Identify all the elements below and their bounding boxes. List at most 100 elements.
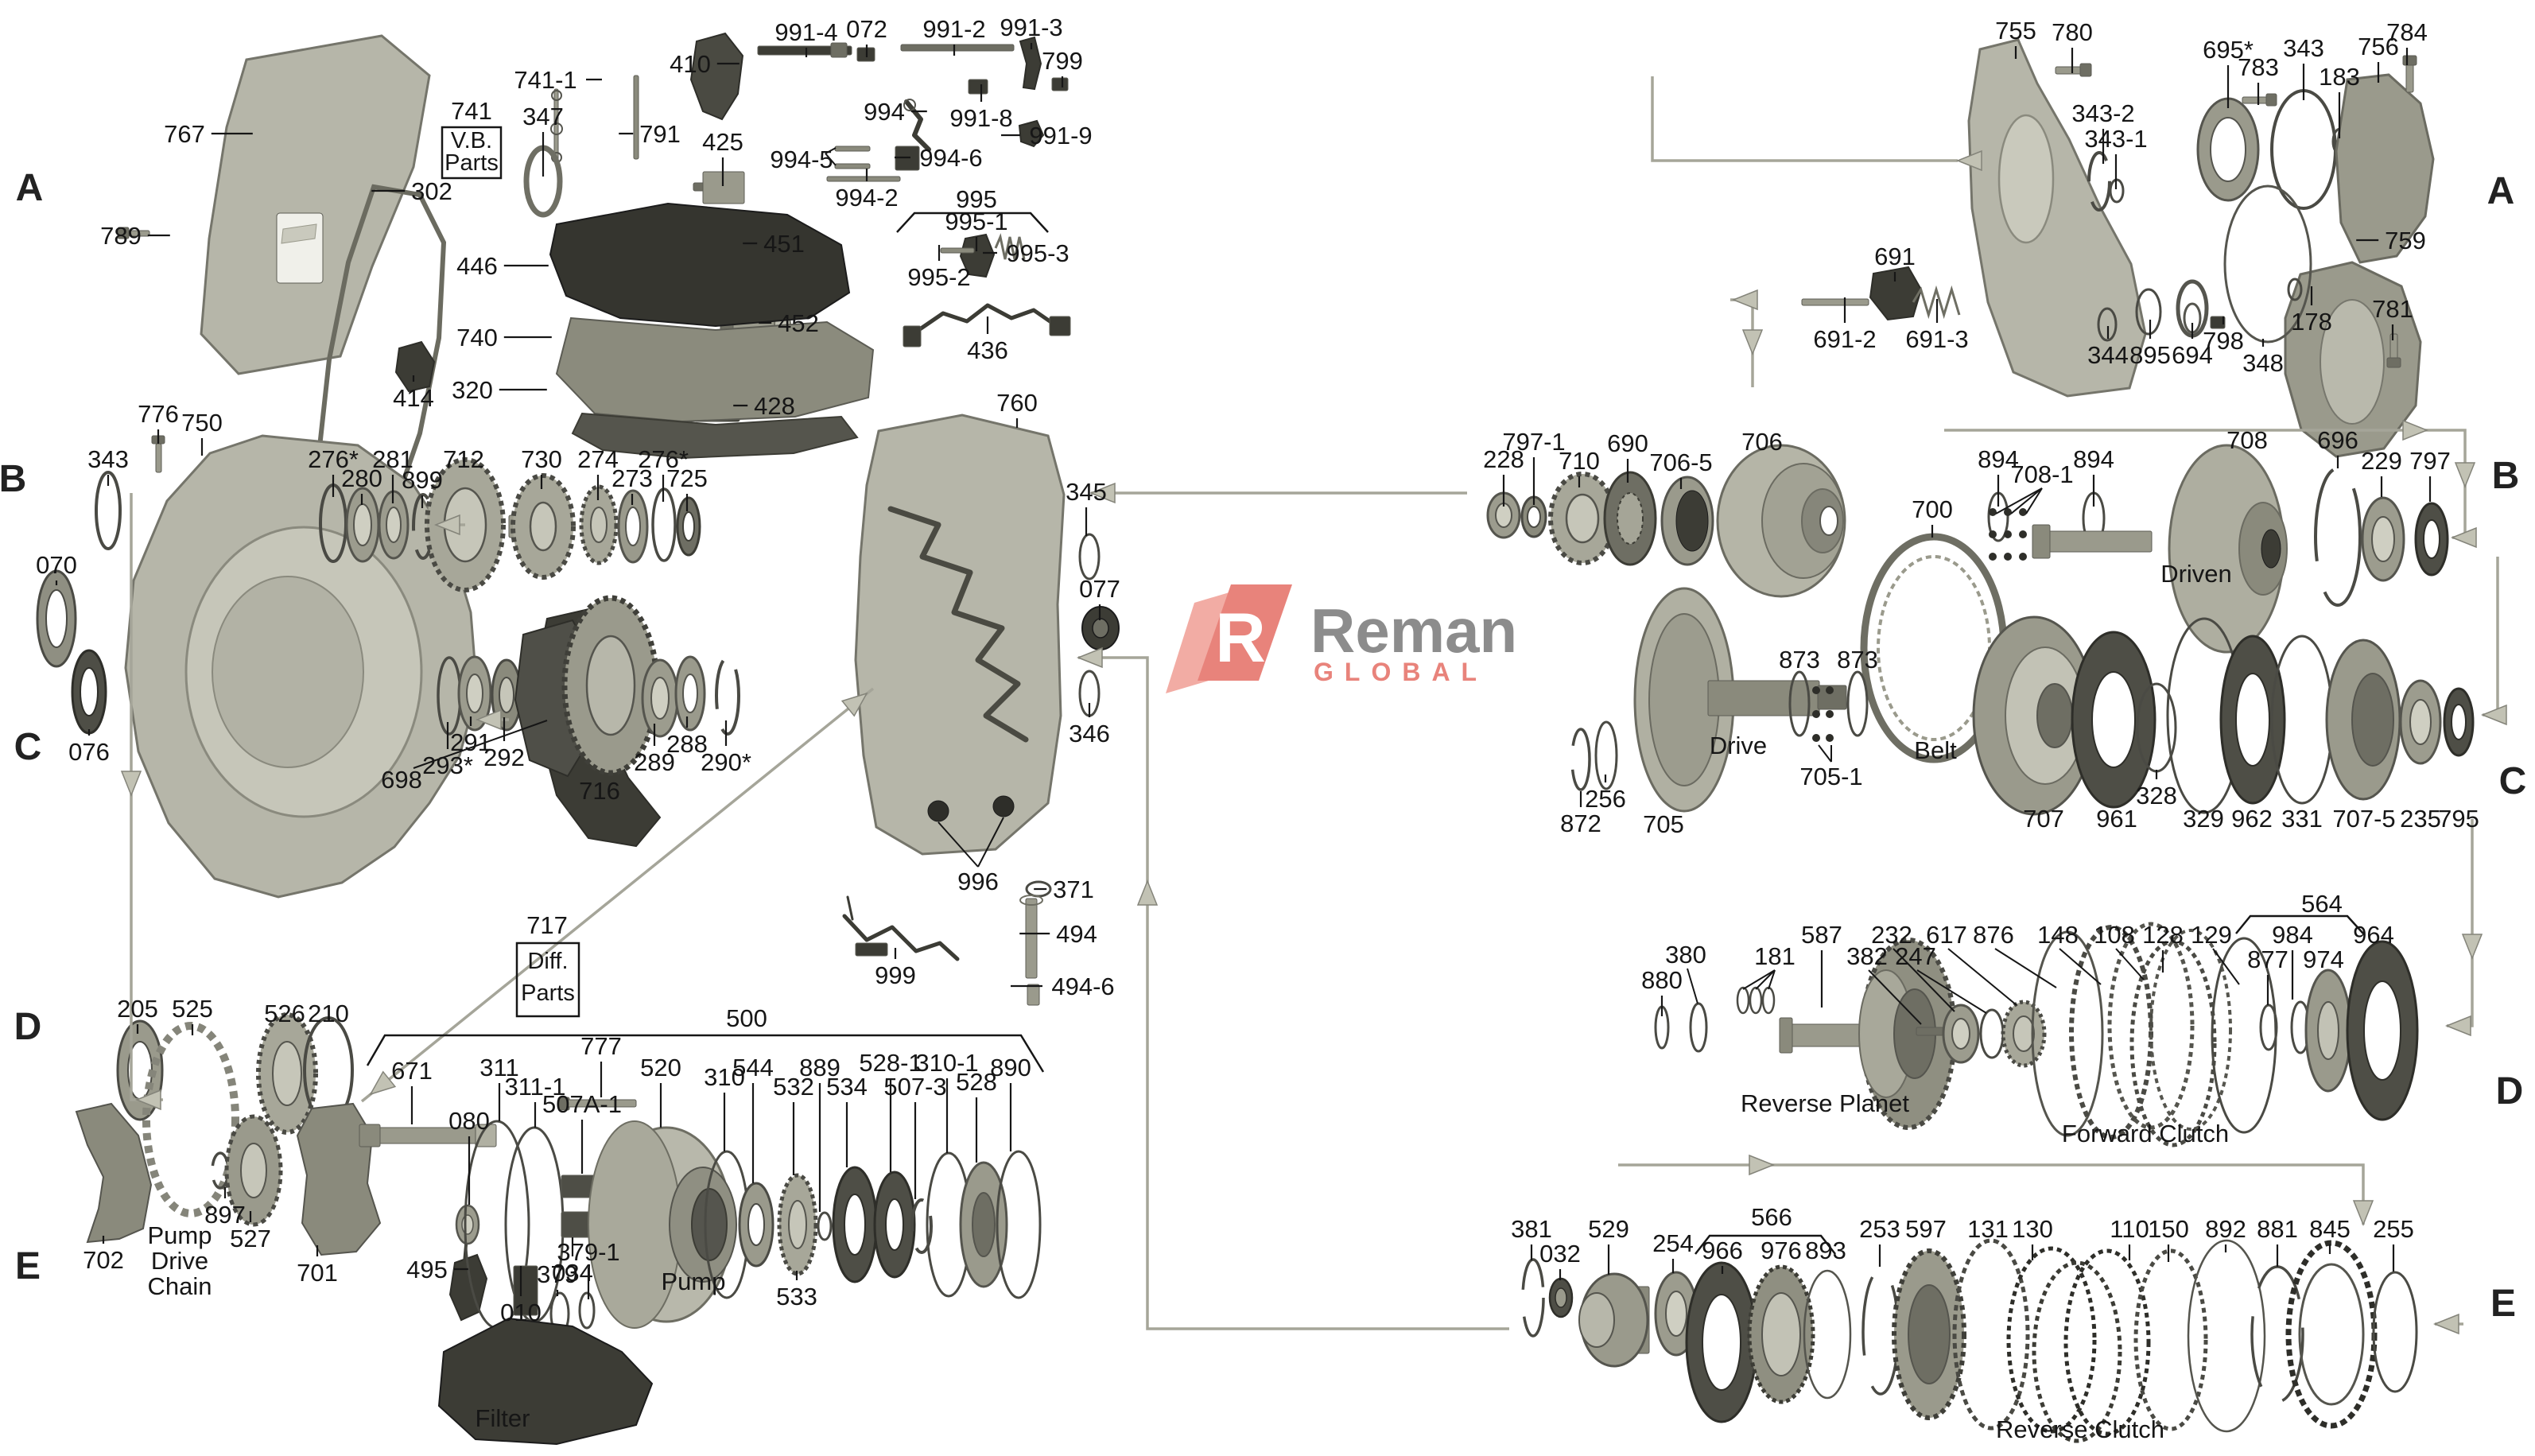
part-label-293*: 293*	[422, 751, 473, 779]
pin-382	[1916, 1027, 1944, 1036]
oring-380	[1689, 1002, 1708, 1053]
row-letter-left-B: B	[0, 458, 26, 500]
part-label-994-6: 994-6	[919, 144, 982, 172]
logo-brand-text: Reman	[1310, 596, 1517, 666]
cam-995-1	[959, 233, 996, 278]
caption-belt: Belt	[1914, 736, 1957, 764]
part-label-343: 343	[2283, 34, 2324, 62]
part-label-777: 777	[580, 1032, 622, 1060]
part-label-544: 544	[732, 1054, 774, 1081]
part-label-379: 379	[537, 1260, 578, 1288]
bolt-780	[2055, 63, 2092, 77]
part-label-756: 756	[2358, 33, 2399, 60]
bearing-229	[2361, 496, 2405, 582]
part-label-984: 984	[2272, 921, 2313, 949]
part-label-789: 789	[100, 222, 142, 250]
drum-707	[1972, 615, 2096, 816]
part-label-528-1: 528-1	[859, 1049, 922, 1077]
part-label-181: 181	[1754, 942, 1795, 970]
part-label-690: 690	[1607, 429, 1648, 457]
part-label-254: 254	[1652, 1229, 1694, 1257]
case-750	[124, 434, 479, 899]
part-label-528: 528	[956, 1068, 997, 1096]
part-label-526: 526	[264, 1000, 305, 1027]
part-label-893: 893	[1805, 1237, 1846, 1264]
oring-876	[2031, 930, 2104, 1137]
part-label-425: 425	[702, 128, 743, 156]
ring-255	[2372, 1271, 2418, 1393]
detent-691	[1869, 266, 1923, 321]
part-label-750: 750	[181, 409, 223, 437]
solenoid-425	[693, 171, 745, 204]
bearing-032	[1548, 1277, 1574, 1318]
part-label-991-2: 991-2	[922, 15, 985, 43]
part-label-414: 414	[393, 384, 434, 412]
bracket-414	[394, 340, 436, 393]
clip-507-3	[910, 1198, 933, 1254]
plate-320	[571, 412, 859, 460]
part-label-436: 436	[967, 336, 1008, 364]
part-label-895: 895	[2129, 341, 2171, 369]
washer-962	[2219, 635, 2286, 805]
part-label-708-1: 708-1	[2010, 460, 2073, 488]
caption-drive: Drive	[151, 1247, 208, 1275]
clutch-110	[2063, 1248, 2151, 1436]
part-label-740: 740	[456, 324, 498, 351]
part-label-281: 281	[372, 445, 413, 473]
part-label-495: 495	[406, 1256, 448, 1283]
hub-529	[1578, 1272, 1650, 1368]
part-label-010: 010	[500, 1299, 542, 1326]
part-label-256: 256	[1585, 785, 1626, 813]
part-label-276*: 276*	[638, 445, 689, 473]
row-letter-left-A: A	[16, 167, 44, 209]
part-label-597: 597	[1905, 1215, 1947, 1243]
part-label-566: 566	[1751, 1203, 1792, 1231]
clutch-108	[2107, 922, 2195, 1130]
svg-text:Parts: Parts	[521, 980, 575, 1006]
clutch-130	[2006, 1246, 2122, 1443]
washer-288	[674, 655, 706, 732]
pin-995-2	[940, 247, 975, 254]
part-label-291: 291	[450, 728, 491, 756]
washer-528-1	[873, 1171, 916, 1279]
part-label-705: 705	[1643, 810, 1684, 838]
diff-716	[514, 595, 660, 778]
part-label-991-3: 991-3	[1000, 14, 1062, 41]
part-label-894: 894	[1978, 445, 2019, 473]
bolt-783	[2242, 93, 2277, 107]
bearing-280	[345, 487, 380, 563]
part-label-494: 494	[1056, 920, 1097, 948]
part-label-776: 776	[138, 400, 179, 428]
row-letter-right-D: D	[2496, 1070, 2524, 1112]
part-label-034: 034	[552, 1259, 593, 1287]
pin-691-2	[1801, 298, 1869, 306]
connector-lines	[120, 76, 2507, 1335]
link-994	[903, 99, 931, 152]
seal-076	[71, 649, 107, 735]
oring-178	[2287, 278, 2303, 301]
part-label-691-2: 691-2	[1813, 325, 1876, 353]
part-label-532: 532	[773, 1073, 814, 1101]
part-label-446: 446	[456, 252, 498, 280]
spring-995-3	[994, 233, 1026, 260]
part-label-292: 292	[483, 744, 525, 771]
ring-890	[996, 1150, 1042, 1299]
group-brackets	[366, 212, 2364, 1255]
part-label-343: 343	[87, 445, 129, 473]
disc-528	[959, 1161, 1008, 1288]
part-label-371: 371	[1053, 876, 1094, 903]
cup-706-5	[1660, 476, 1714, 566]
harness-999	[842, 895, 960, 961]
part-label-148: 148	[2037, 921, 2079, 949]
svg-text:741: 741	[451, 97, 492, 125]
rotor-544	[738, 1182, 774, 1268]
part-label-129: 129	[2191, 921, 2232, 949]
case-755	[1967, 38, 2147, 398]
part-label-273: 273	[611, 464, 653, 492]
oring-873a	[1788, 670, 1811, 737]
part-label-995-1: 995-1	[945, 208, 1007, 235]
part-label-507A-1: 507A-1	[542, 1090, 622, 1118]
part-label-710: 710	[1559, 447, 1600, 475]
part-label-347: 347	[522, 103, 564, 130]
oring-379-1	[578, 1291, 596, 1330]
